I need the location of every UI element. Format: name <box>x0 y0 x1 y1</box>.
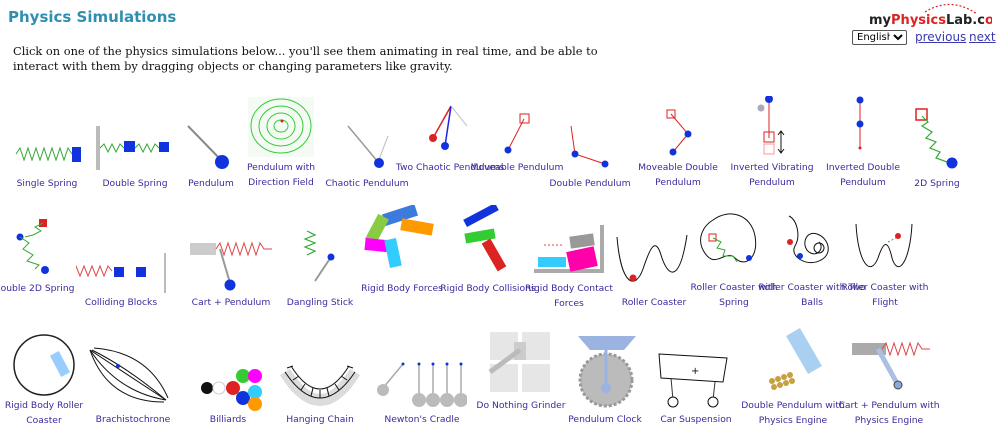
sim-label: Roller Coaster with Flight <box>841 282 929 308</box>
dangling-stick-icon <box>303 230 335 282</box>
inverted-double-pendulum-icon <box>856 96 864 150</box>
pendulum-clock-icon <box>578 336 636 408</box>
double-spring-icon <box>96 126 169 170</box>
sim-label: Colliding Blocks <box>84 297 158 308</box>
sim-label: Double Spring <box>102 178 168 189</box>
page-title: Physics Simulations <box>8 8 177 26</box>
sim-label: Moveable Pendulum <box>470 162 564 173</box>
moveable-pendulum-icon <box>504 113 530 154</box>
roller-coaster-spring-icon <box>700 213 757 263</box>
double-2d-spring-icon <box>16 219 49 274</box>
moveable-double-pendulum-icon <box>666 109 692 156</box>
brachistochrone-icon <box>89 347 169 403</box>
rigid-body-contact-forces-icon <box>534 225 604 273</box>
sim-label: Hanging Chain <box>286 414 354 425</box>
language-select[interactable]: English <box>852 30 907 45</box>
next-link[interactable]: next <box>969 30 996 44</box>
site-logo[interactable]: myPhysicsLab.com <box>867 2 992 32</box>
colliding-blocks-icon <box>76 253 166 293</box>
chaotic-pendulum-icon <box>347 125 389 168</box>
direction-field-icon <box>248 97 314 157</box>
sim-label: Do Nothing Grinder <box>476 400 566 411</box>
sim-label: Car Suspension <box>660 414 732 425</box>
sim-label: Pendulum Clock <box>568 414 642 425</box>
sim-label: Rigid Body Collisions <box>440 283 536 294</box>
inverted-vibrating-pendulum-icon <box>757 96 785 155</box>
sim-label: Dangling Stick <box>286 297 354 308</box>
sim-label: Two Chaotic Pendulums <box>395 162 505 173</box>
two-chaotic-pendulums-icon <box>429 105 468 150</box>
billiards-icon <box>201 369 262 411</box>
cart-pendulum-engine-icon <box>852 341 930 390</box>
roller-coaster-two-balls-icon <box>787 215 829 264</box>
sim-label: Roller Coaster with Spring <box>690 282 778 308</box>
car-suspension-icon: + <box>658 353 728 408</box>
sim-label: Cart + Pendulum with Physics Engine <box>838 400 940 426</box>
rigid-body-roller-coaster-icon <box>13 334 75 396</box>
sim-label: Cart + Pendulum <box>191 297 271 308</box>
rigid-body-collisions-icon <box>463 205 507 272</box>
sim-label: 2D Spring <box>914 178 960 189</box>
double-pendulum-engine-icon <box>769 327 822 390</box>
sim-label: Inverted Double Pendulum <box>826 162 900 188</box>
logo-arc-icon: myPhysicsLab.com <box>869 3 992 28</box>
sim-label: Pendulum with Direction Field <box>246 162 316 188</box>
sim-label: Billiards <box>209 414 247 425</box>
sim-label: Moveable Double Pendulum <box>638 162 718 188</box>
sim-label: Inverted Vibrating Pendulum <box>730 162 814 188</box>
hanging-chain-icon <box>279 365 361 406</box>
intro-text: Click on one of the physics simulations … <box>13 44 598 73</box>
sim-label: Chaotic Pendulum <box>325 178 409 189</box>
svg-text:+: + <box>691 366 699 377</box>
sim-label: Roller Coaster with Two Balls <box>758 282 866 308</box>
sim-label: Roller Coaster <box>621 297 687 308</box>
sim-label: Double 2D Spring <box>0 283 75 294</box>
sim-label: Rigid Body Forces <box>361 283 443 294</box>
2d-spring-icon <box>915 108 958 169</box>
do-nothing-grinder-icon <box>488 332 550 392</box>
roller-coaster-flight-icon <box>855 223 913 268</box>
sim-label: Rigid Body Contact Forces <box>525 283 613 309</box>
sim-label: Double Pendulum with Physics Engine <box>741 400 845 426</box>
sim-label: Newton's Cradle <box>384 414 460 425</box>
previous-link[interactable]: previous <box>915 30 967 44</box>
roller-coaster-icon <box>616 234 688 282</box>
sim-label: Rigid Body Roller Coaster <box>4 400 84 426</box>
double-pendulum-icon <box>570 125 609 168</box>
cart-pendulum-icon <box>190 241 272 291</box>
sim-label: Single Spring <box>16 178 78 189</box>
sim-label: Double Pendulum <box>549 178 631 189</box>
pendulum-icon <box>187 125 229 169</box>
svg-text:myPhysicsLab.com: myPhysicsLab.com <box>869 13 992 28</box>
newtons-cradle-icon <box>377 362 467 407</box>
sim-label: Pendulum <box>188 178 234 189</box>
rigid-body-forces-icon <box>364 205 434 268</box>
sim-label: Brachistochrone <box>95 414 171 425</box>
single-spring-icon <box>15 146 81 162</box>
